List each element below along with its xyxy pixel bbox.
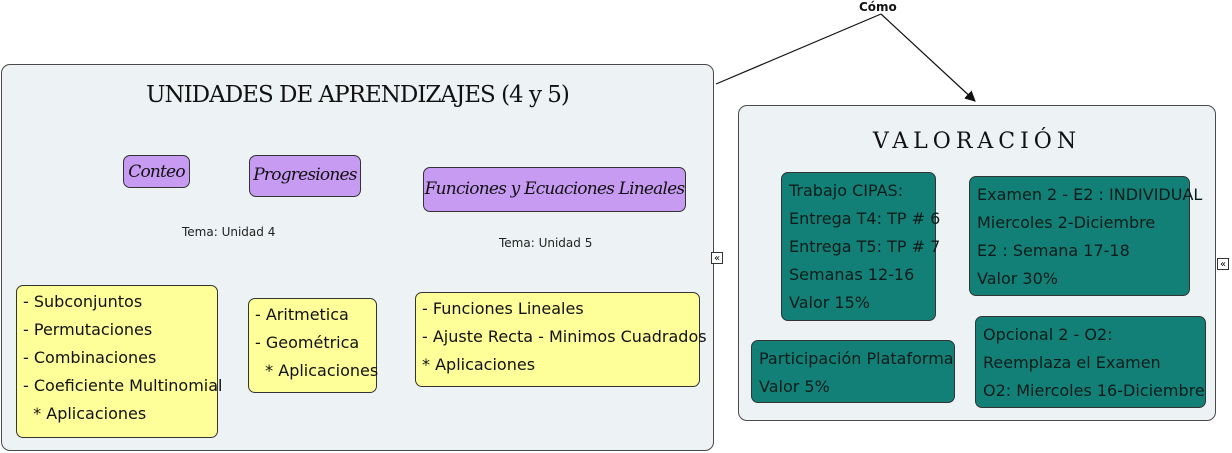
detail-line: Valor 5% [759, 377, 830, 396]
collapse-right-icon[interactable]: « [1217, 258, 1229, 270]
valoracion-title: VALORACIÓN [872, 129, 1082, 154]
detail-line: Miercoles 2-Diciembre [977, 213, 1156, 232]
concept-progresiones[interactable]: Progresiones [249, 155, 361, 197]
detail-line: Trabajo CIPAS: [789, 181, 904, 200]
box-funciones[interactable]: - Funciones Lineales - Ajuste Recta - Mi… [415, 292, 707, 387]
detail-line: Valor 30% [977, 269, 1058, 288]
detail-line: Examen 2 - E2 : INDIVIDUAL [977, 185, 1203, 204]
como-label: Cómo [859, 0, 897, 14]
box-subconjuntos[interactable]: - Subconjuntos - Permutaciones - Combina… [16, 285, 223, 438]
unidades-title: UNIDADES DE APRENDIZAJES (4 y 5) [146, 82, 570, 108]
link-label-unidad-4: Tema: Unidad 4 [180, 225, 278, 239]
detail-line: O2: Miercoles 16-Diciembre [983, 381, 1205, 400]
collapse-left-icon[interactable]: « [711, 252, 723, 264]
box-opcional-2[interactable]: Opcional 2 - O2: Reemplaza el Examen O2:… [975, 316, 1206, 408]
detail-line: * Aplicaciones [422, 355, 536, 374]
concept-conteo[interactable]: Conteo [123, 155, 190, 188]
detail-line: - Geométrica [255, 333, 360, 352]
box-examen-2[interactable]: Examen 2 - E2 : INDIVIDUAL Miercoles 2-D… [969, 176, 1203, 296]
link-como-to-unidades [715, 13, 882, 85]
detail-line: - Coeficiente Multinomial [23, 376, 223, 395]
detail-line: Participación Plataforma [759, 349, 954, 368]
detail-line: - Combinaciones [23, 348, 157, 367]
detail-line: Semanas 12-16 [789, 265, 915, 284]
detail-line: Entrega T5: TP # 7 [789, 237, 941, 256]
detail-line: E2 : Semana 17-18 [977, 241, 1130, 260]
link-como-to-valoracion [880, 13, 976, 102]
detail-line: Reemplaza el Examen [983, 353, 1161, 372]
detail-line: Valor 15% [789, 293, 870, 312]
box-trabajo-cipas[interactable]: Trabajo CIPAS: Entrega T4: TP # 6 Entreg… [781, 172, 941, 321]
detail-line: - Funciones Lineales [422, 299, 584, 318]
detail-line: Opcional 2 - O2: [983, 325, 1113, 344]
box-aritmetica[interactable]: - Aritmetica - Geométrica * Aplicaciones [248, 298, 379, 393]
detail-line: - Ajuste Recta - Minimos Cuadrados [422, 327, 707, 346]
detail-line: Entrega T4: TP # 6 [789, 209, 941, 228]
detail-line: * Aplicaciones [255, 361, 379, 380]
concept-funciones-ecuaciones[interactable]: Funciones y Ecuaciones Lineales [423, 167, 686, 212]
detail-line: - Subconjuntos [23, 292, 143, 311]
link-label-unidad-5: Tema: Unidad 5 [497, 236, 595, 250]
box-participacion[interactable]: Participación Plataforma Valor 5% [751, 340, 955, 403]
detail-line: - Permutaciones [23, 320, 153, 339]
detail-line: - Aritmetica [255, 305, 349, 324]
detail-line: * Aplicaciones [23, 404, 147, 423]
